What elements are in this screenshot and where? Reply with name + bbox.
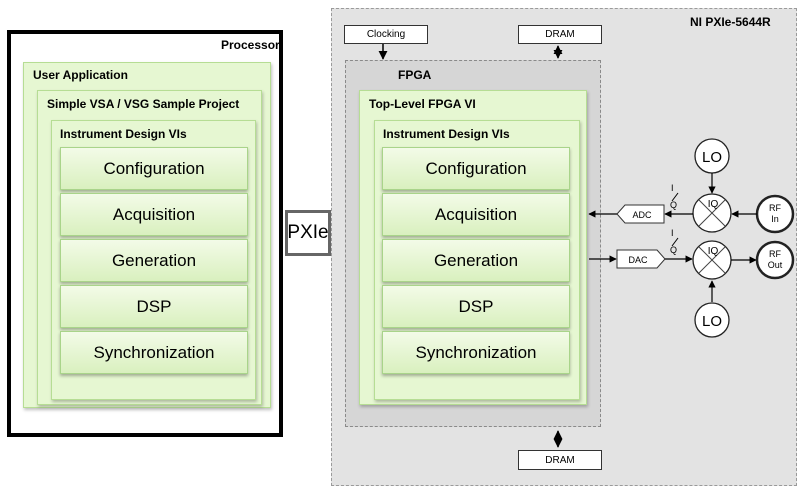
- fpga-generation-vi: Generation: [382, 239, 570, 282]
- adc-block: [616, 204, 665, 224]
- rf-in-line2: In: [771, 214, 779, 224]
- mixer-bottom-label: IQ: [708, 246, 719, 257]
- sample-project-label: Simple VSA / VSG Sample Project: [47, 97, 240, 111]
- proc-configuration-vi: Configuration: [60, 147, 248, 190]
- fpga-configuration-vi: Configuration: [382, 147, 570, 190]
- iq-bottom-q: Q: [670, 245, 677, 255]
- clocking-box: Clocking: [344, 25, 428, 44]
- fpga-instrument-design-label: Instrument Design VIs: [383, 127, 510, 141]
- rf-out-line2: Out: [768, 260, 783, 270]
- fpga-acquisition-vi: Acquisition: [382, 193, 570, 236]
- user-application-label: User Application: [33, 68, 128, 82]
- pxie-bus: PXIe: [285, 210, 331, 256]
- iq-top-q: Q: [670, 200, 677, 210]
- lo-bottom-circle: [694, 302, 730, 338]
- fpga-synchronization-vi: Synchronization: [382, 331, 570, 374]
- dram-bottom-box: DRAM: [518, 450, 602, 470]
- adc-label: ADC: [632, 210, 652, 220]
- instrument-design-label: Instrument Design VIs: [60, 127, 187, 141]
- processor-label: Processor: [221, 38, 280, 52]
- iq-bottom-i: I: [671, 228, 674, 238]
- proc-synchronization-vi: Synchronization: [60, 331, 248, 374]
- fpga-label: FPGA: [398, 68, 432, 82]
- rf-out-line1: RF: [769, 249, 781, 259]
- proc-dsp-vi: DSP: [60, 285, 248, 328]
- proc-generation-vi: Generation: [60, 239, 248, 282]
- proc-acquisition-vi: Acquisition: [60, 193, 248, 236]
- lo-bottom-label: LO: [702, 313, 722, 330]
- lo-top-label: LO: [702, 149, 722, 166]
- fpga-dsp-vi: DSP: [382, 285, 570, 328]
- mixer-top-label: IQ: [708, 199, 719, 210]
- dram-top-box: DRAM: [518, 25, 602, 44]
- iq-top-i: I: [671, 183, 674, 193]
- dac-block: [616, 249, 666, 269]
- rf-in-line1: RF: [769, 203, 781, 213]
- dac-label: DAC: [628, 255, 648, 265]
- chassis-label: NI PXIe-5644R: [690, 15, 771, 29]
- rf-out-circle: [755, 240, 795, 280]
- top-level-fpga-label: Top-Level FPGA VI: [369, 97, 476, 111]
